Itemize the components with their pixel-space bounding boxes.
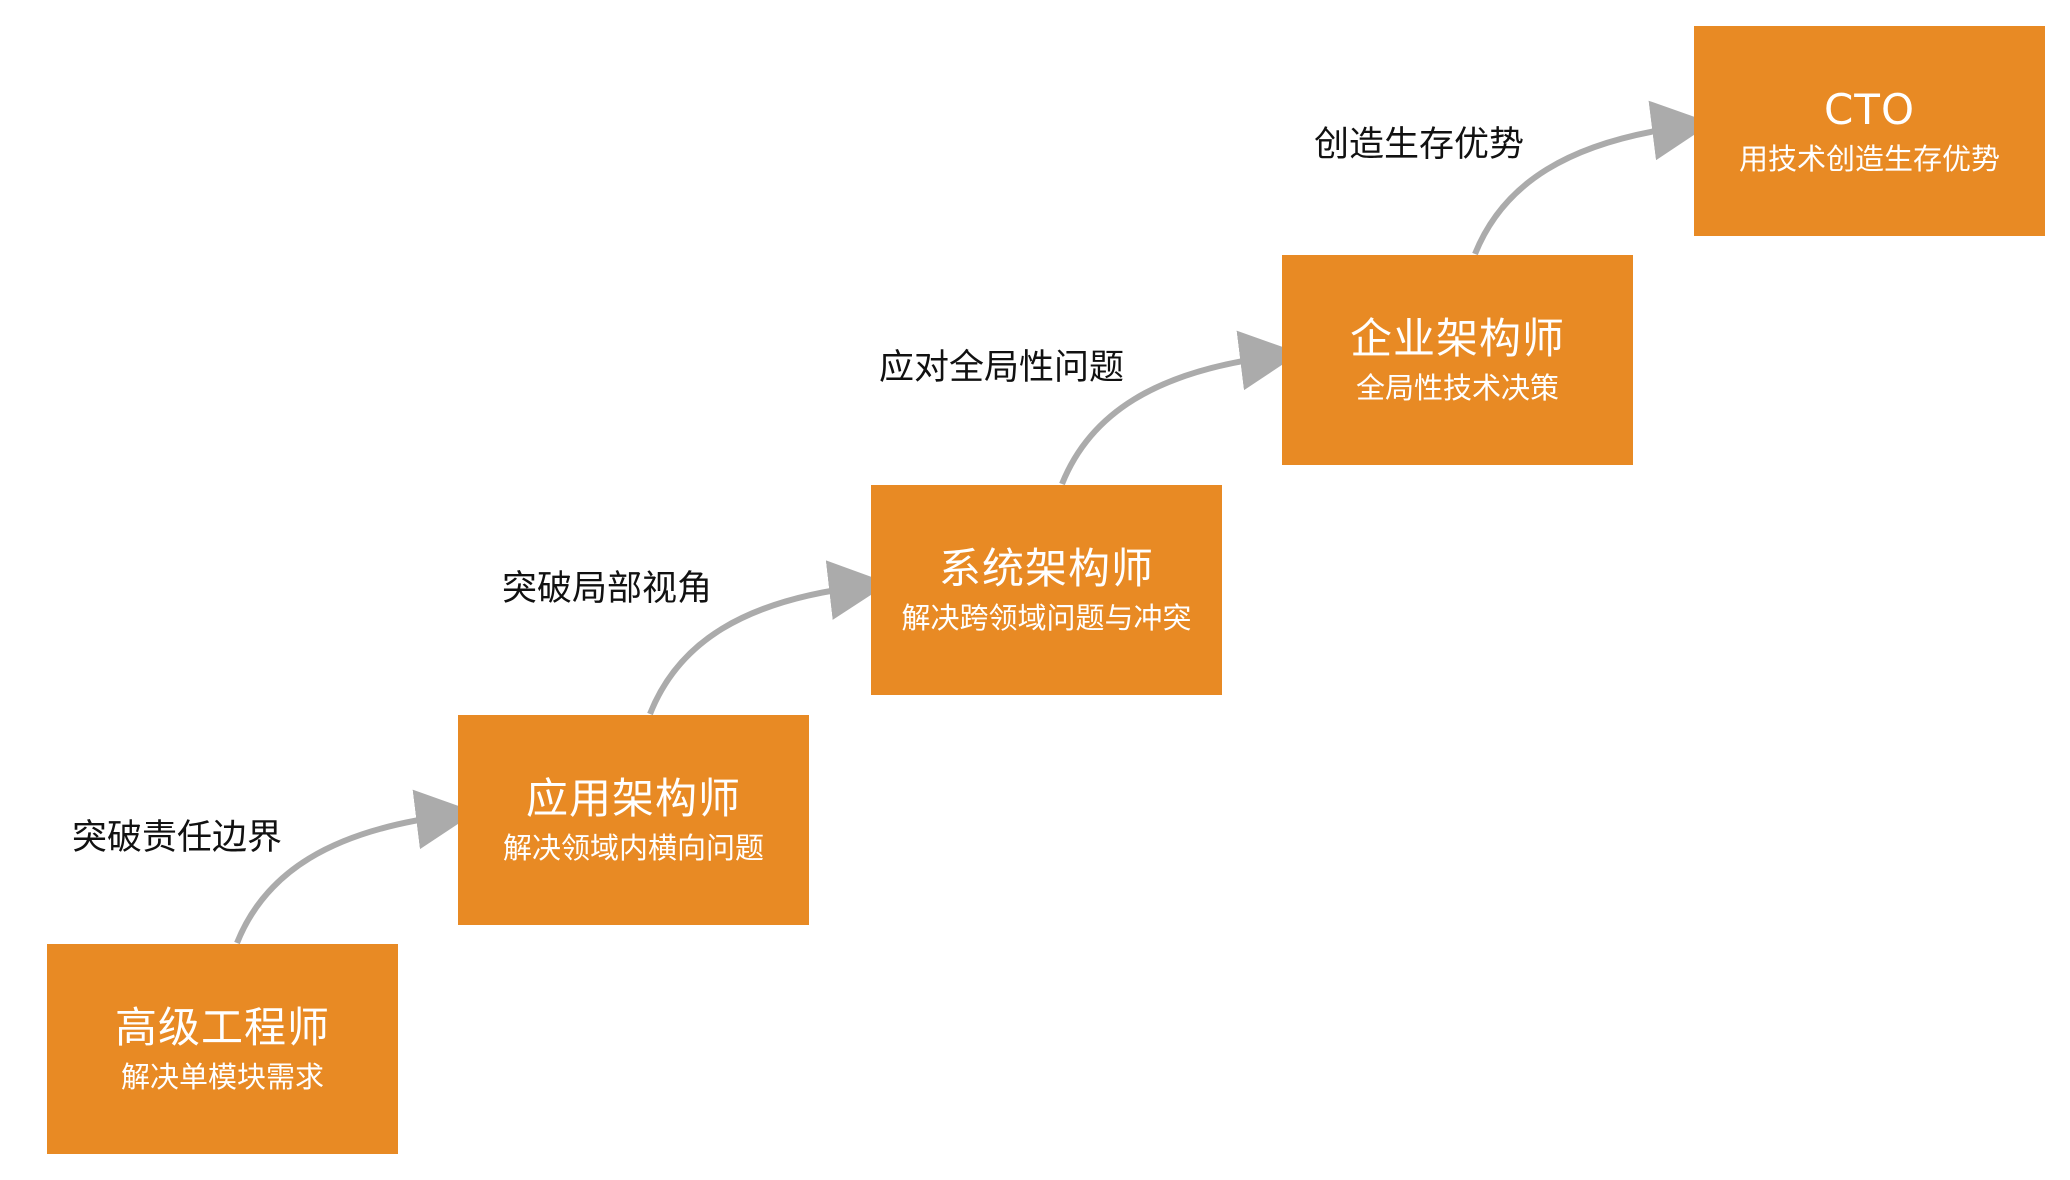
arrow-connector-2 (647, 560, 889, 716)
node-title: 企业架构师 (1349, 314, 1565, 363)
node-subtitle: 解决领域内横向问题 (502, 831, 764, 865)
node-subtitle: 用技术创造生存优势 (1738, 142, 2000, 176)
node-system-architect: 系统架构师 解决跨领域问题与冲突 (871, 485, 1222, 695)
node-title: 系统架构师 (938, 544, 1154, 593)
node-cto: CTO 用技术创造生存优势 (1694, 26, 2045, 236)
node-title: 应用架构师 (525, 774, 741, 823)
arrow-connector-1 (234, 789, 476, 945)
edge-label-2: 突破局部视角 (502, 569, 713, 609)
node-subtitle: 全局性技术决策 (1355, 371, 1559, 405)
node-title: 高级工程师 (114, 1003, 330, 1052)
node-title: CTO (1823, 85, 1916, 134)
node-application-architect: 应用架构师 解决领域内横向问题 (458, 715, 809, 925)
edge-label-4: 创造生存优势 (1314, 125, 1525, 165)
node-subtitle: 解决跨领域问题与冲突 (901, 601, 1192, 635)
edge-label-3: 应对全局性问题 (879, 348, 1125, 388)
arrow-connector-3 (1059, 330, 1300, 486)
arrow-connector-4 (1472, 100, 1712, 256)
edge-label-1: 突破责任边界 (72, 818, 283, 858)
node-subtitle: 解决单模块需求 (120, 1060, 324, 1094)
node-senior-engineer: 高级工程师 解决单模块需求 (47, 944, 398, 1154)
node-enterprise-architect: 企业架构师 全局性技术决策 (1282, 255, 1633, 465)
